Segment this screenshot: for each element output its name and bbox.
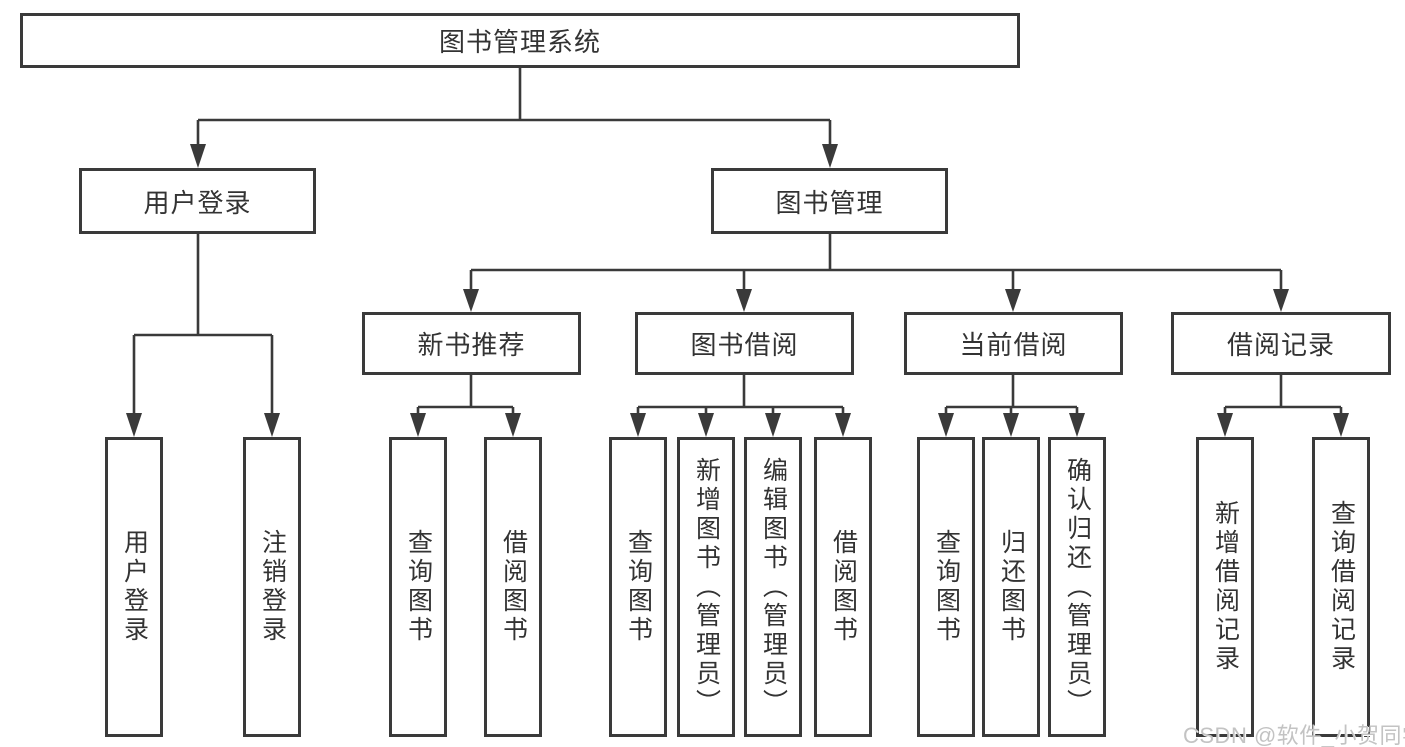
- node-new-book-recommend-label: 新书推荐: [417, 330, 526, 360]
- leaf-confirm-return-admin: 确认归还（管理员）: [1048, 437, 1106, 737]
- leaf-logout: 注销登录: [243, 437, 301, 737]
- leaf-label: 注销登录: [258, 529, 287, 645]
- leaf-query-books-recommend: 查询图书: [389, 437, 447, 737]
- connector-root-to-level2: [196, 68, 832, 148]
- leaf-query-borrow-record: 查询借阅记录: [1312, 437, 1370, 737]
- node-book-borrow-label: 图书借阅: [690, 330, 799, 360]
- connector-borrow-to-leaves: [636, 375, 845, 416]
- leaf-label: 查询图书: [932, 529, 961, 645]
- leaf-label: 新增图书（管理员）: [692, 456, 721, 718]
- connector-userlogin-to-leaves: [132, 234, 274, 416]
- leaf-edit-books-admin: 编辑图书（管理员）: [744, 437, 802, 737]
- node-book-management-label: 图书管理: [775, 187, 884, 218]
- connector-newbook-to-leaves: [416, 375, 515, 416]
- node-borrow-record-label: 借阅记录: [1226, 330, 1335, 360]
- node-borrow-record: 借阅记录: [1171, 312, 1391, 375]
- arrowheads: [126, 144, 1349, 437]
- node-book-management: 图书管理: [711, 168, 948, 234]
- leaf-label: 新增借阅记录: [1211, 500, 1240, 674]
- csdn-watermark: CSDN @软件_小贺同学: [1183, 723, 1405, 747]
- node-current-borrow-label: 当前借阅: [959, 330, 1068, 360]
- leaf-label: 确认归还（管理员）: [1063, 456, 1092, 718]
- leaf-user-login: 用户登录: [105, 437, 163, 737]
- leaf-label: 借阅图书: [499, 529, 528, 645]
- leaf-label: 查询图书: [404, 529, 433, 645]
- leaf-label: 查询借阅记录: [1327, 500, 1356, 674]
- leaf-label: 用户登录: [120, 529, 149, 645]
- leaf-query-books-borrow: 查询图书: [609, 437, 667, 737]
- node-user-login-label: 用户登录: [143, 187, 252, 218]
- leaf-label: 查询图书: [624, 529, 653, 645]
- node-root-label: 图书管理系统: [438, 27, 601, 57]
- node-book-borrow: 图书借阅: [635, 312, 854, 375]
- connector-bookmgmt-to-level3: [469, 234, 1283, 292]
- leaf-add-borrow-record: 新增借阅记录: [1196, 437, 1254, 737]
- connector-record-to-leaves: [1223, 375, 1343, 416]
- leaf-query-books-current: 查询图书: [917, 437, 975, 737]
- node-user-login: 用户登录: [79, 168, 316, 234]
- leaf-label: 编辑图书（管理员）: [759, 456, 788, 718]
- leaf-label: 归还图书: [997, 529, 1026, 645]
- leaf-borrow-books-recommend: 借阅图书: [484, 437, 542, 737]
- node-new-book-recommend: 新书推荐: [362, 312, 581, 375]
- node-current-borrow: 当前借阅: [904, 312, 1123, 375]
- leaf-label: 借阅图书: [829, 529, 858, 645]
- leaf-add-books-admin: 新增图书（管理员）: [677, 437, 735, 737]
- connector-current-to-leaves: [944, 375, 1079, 416]
- node-root: 图书管理系统: [20, 13, 1020, 68]
- leaf-return-books: 归还图书: [982, 437, 1040, 737]
- leaf-borrow-books: 借阅图书: [814, 437, 872, 737]
